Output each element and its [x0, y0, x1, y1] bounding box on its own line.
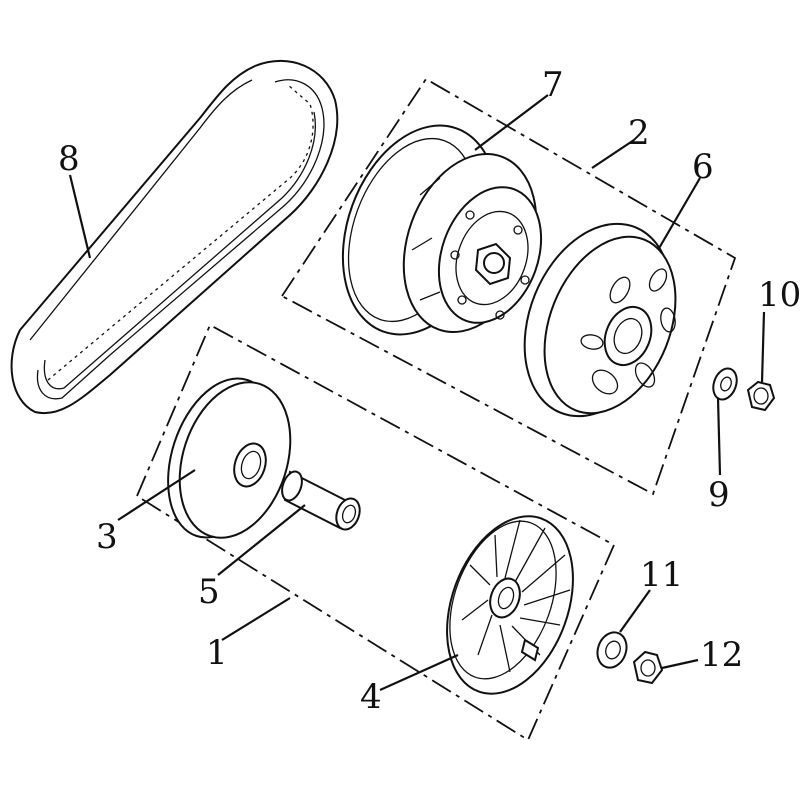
- leader-1: [221, 597, 291, 641]
- washer-11: [596, 631, 628, 669]
- leader-5: [217, 504, 306, 576]
- callout-8: 8: [58, 139, 80, 179]
- nut-12: [632, 650, 664, 685]
- leader-2: [591, 139, 635, 169]
- leader-9: [716, 397, 722, 476]
- clutch-assembly: [341, 124, 543, 336]
- leader-12: [661, 658, 699, 670]
- leader-7: [474, 94, 549, 151]
- fixed-drive-face: [167, 377, 292, 539]
- callout-2: 2: [628, 113, 650, 153]
- clutch-drum: [523, 222, 677, 418]
- assembly-box-2: [280, 77, 737, 496]
- drive-belt: [10, 59, 339, 415]
- collar-sleeve: [281, 470, 361, 531]
- callout-10: 10: [758, 275, 800, 315]
- callout-12: 12: [700, 635, 743, 675]
- callout-6: 6: [692, 147, 714, 187]
- leader-3: [117, 469, 196, 521]
- nut-10: [746, 380, 776, 412]
- assembly-box-1: [135, 323, 616, 742]
- callout-4: 4: [360, 677, 382, 717]
- callout-7: 7: [542, 65, 564, 105]
- leader-8: [68, 174, 92, 259]
- callout-3: 3: [96, 517, 118, 557]
- leader-10: [760, 311, 766, 383]
- leader-6: [657, 177, 701, 251]
- leader-lines: [68, 94, 766, 692]
- callout-5: 5: [198, 572, 220, 612]
- callout-labels: 1 2 3 4 5 6 7 8 9 10 11 12: [58, 65, 800, 717]
- callout-1: 1: [206, 633, 228, 673]
- washer: [712, 367, 738, 401]
- leader-11: [619, 589, 651, 633]
- leader-4: [379, 653, 459, 692]
- movable-drive-face: [446, 515, 574, 695]
- callout-11: 11: [640, 555, 683, 595]
- callout-9: 9: [708, 475, 730, 515]
